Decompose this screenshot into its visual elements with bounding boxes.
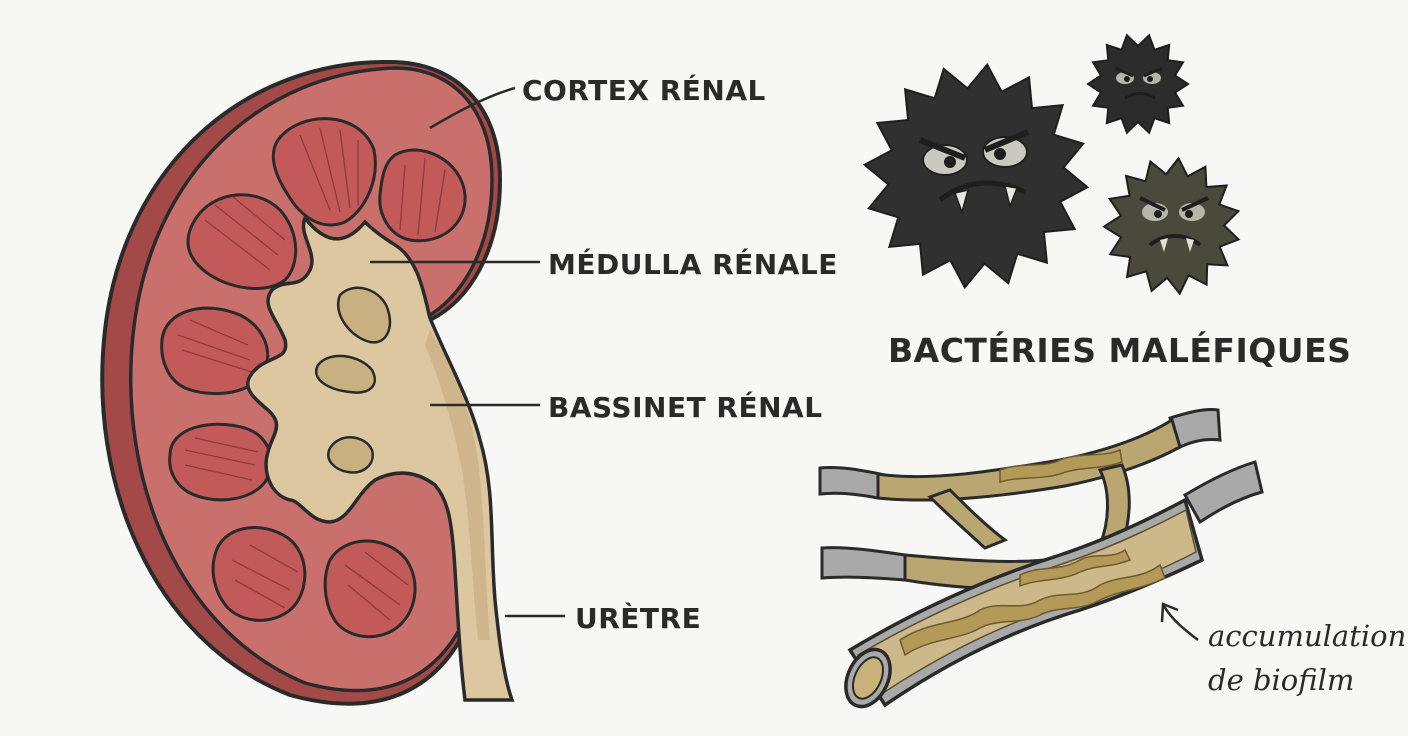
- biofilm-annotation-line2: de biofilm: [1208, 663, 1354, 697]
- label-pelvis: BASSINET RÉNAL: [548, 390, 823, 424]
- vessel-branch: [927, 488, 1009, 550]
- pyramid: [168, 422, 273, 502]
- biofilm-annotation-line1: accumulation: [1208, 619, 1406, 653]
- pyramid: [271, 117, 377, 227]
- label-medulla: MÉDULLA RÉNALE: [548, 247, 838, 281]
- lower-tube-right-end: [1182, 460, 1264, 525]
- upper-tube-left-end: [818, 466, 882, 500]
- pyramid-striations: [177, 127, 446, 621]
- bacteria-title: BACTÉRIES MALÉFIQUES: [888, 330, 1351, 370]
- biofilm-deposits: [899, 448, 1166, 657]
- upper-tube: [876, 417, 1182, 502]
- lower-tube-interior: [856, 508, 1197, 697]
- spiky-germ-icon: [1086, 33, 1190, 135]
- pyramid: [323, 539, 417, 639]
- upper-tube-right-end: [1168, 408, 1222, 451]
- middle-tube-left-end: [820, 546, 907, 582]
- lower-tube-lumen: [851, 656, 885, 700]
- renal-pyramids: [160, 117, 467, 639]
- biofilm-vessels: [818, 408, 1264, 709]
- curved-arrow-icon: [1160, 602, 1199, 641]
- renal-pelvis: [246, 214, 515, 702]
- calyces: [315, 286, 392, 474]
- pyramid: [186, 193, 298, 290]
- label-cortex: CORTEX RÉNAL: [522, 73, 766, 107]
- label-ureter: URÈTRE: [575, 601, 701, 635]
- cortex-leader: [429, 86, 516, 130]
- germ-face: [918, 129, 1030, 215]
- bacteria-group: [862, 33, 1241, 296]
- spiky-germ-icon: [862, 62, 1090, 290]
- spiky-germ-icon: [1102, 156, 1241, 296]
- kidney-leader-lines: [370, 86, 565, 618]
- kidney: [100, 59, 515, 706]
- pelvis-shading: [425, 330, 490, 640]
